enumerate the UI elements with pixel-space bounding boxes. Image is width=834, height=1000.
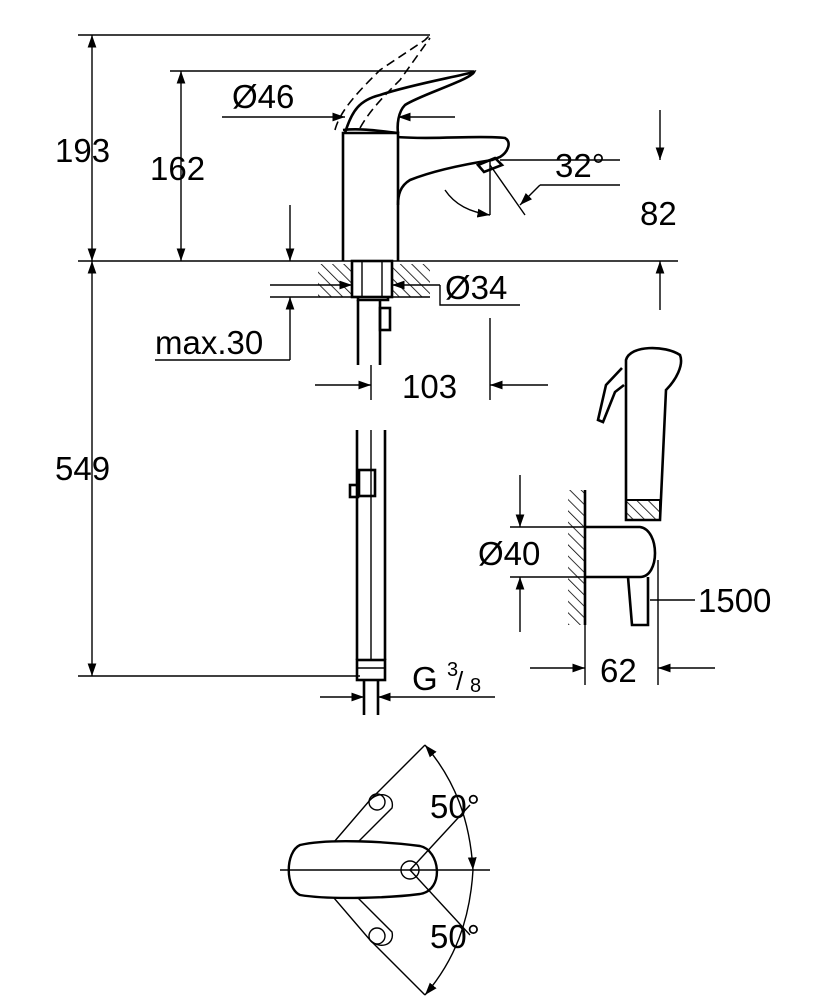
dim-hole-diameter: Ø34	[445, 269, 507, 306]
dimension-lines	[87, 35, 665, 702]
dim-connection-den: 8	[470, 675, 481, 697]
dim-holder-diameter: Ø40	[478, 535, 540, 572]
dim-connection-g: G	[412, 660, 438, 697]
dim-162: 162	[150, 150, 205, 187]
supply-hose	[348, 430, 387, 715]
dim-193: 193	[55, 132, 110, 169]
fraction-slash: /	[456, 666, 464, 696]
dim-549: 549	[55, 450, 110, 487]
dim-1500: 1500	[698, 582, 771, 619]
dim-62: 62	[600, 652, 637, 689]
dimension-labels: 193 162 Ø46 32° 82 Ø34 max.30 103 549 G …	[55, 78, 771, 955]
hand-shower	[510, 346, 715, 685]
dim-max-30: max.30	[155, 324, 263, 361]
dim-103: 103	[402, 368, 457, 405]
dim-handle-diameter: Ø46	[232, 78, 294, 115]
dim-rotation-down: 50°	[430, 918, 480, 955]
dim-rotation-up: 50°	[430, 788, 480, 825]
dim-connection-num: 3	[447, 659, 458, 681]
dim-82: 82	[640, 195, 677, 232]
faucet-side-view	[334, 34, 510, 261]
countertop-section	[318, 259, 430, 365]
faucet-top-view	[280, 744, 490, 996]
dim-spout-angle: 32°	[555, 147, 605, 184]
